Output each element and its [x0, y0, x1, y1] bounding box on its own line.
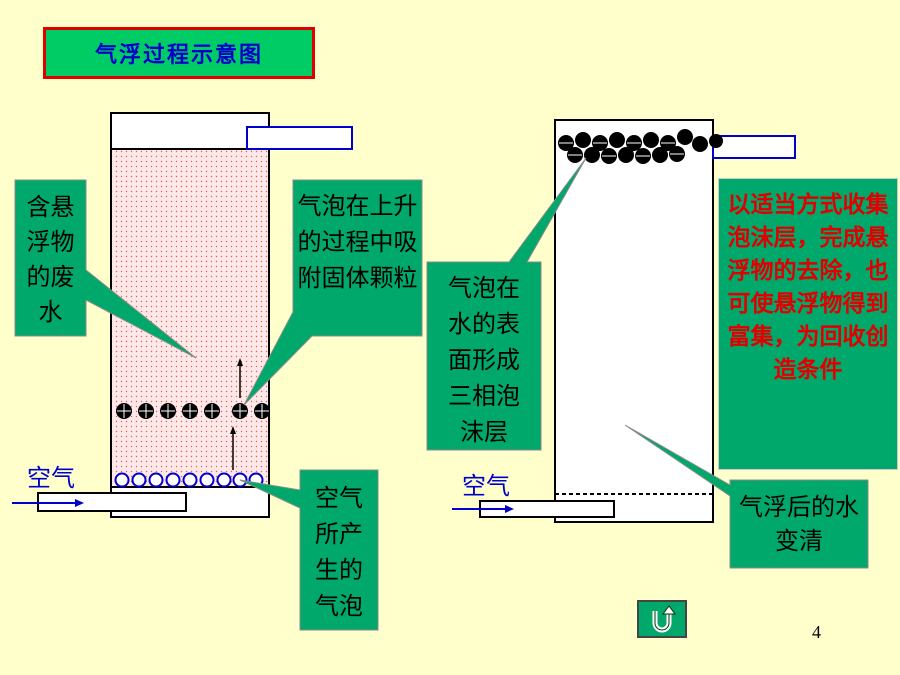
page-number: 4: [812, 622, 821, 642]
label-clear-water: 气浮后的水变清: [730, 490, 868, 558]
right-outlet-pipe: [712, 135, 796, 159]
left-outlet-pipe: [246, 126, 353, 150]
page-title-text: 气浮过程示意图: [94, 43, 263, 68]
page-title: 气浮过程示意图: [43, 27, 315, 79]
right-tank: [452, 119, 796, 523]
label-rising: 气泡在上升的过程中吸附固体颗粒: [295, 188, 420, 296]
label-clear-water-text: 气浮后的水变清: [739, 493, 859, 555]
u-turn-icon: [652, 605, 676, 633]
label-surface-foam-text: 气泡在水的表面形成三相泡沫层: [448, 274, 520, 446]
label-surface-foam: 气泡在水的表面形成三相泡沫层: [427, 270, 541, 450]
label-bubbles-made: 空气所产生的气泡: [300, 480, 378, 624]
return-button[interactable]: [637, 600, 687, 638]
label-bubbles-made-text: 空气所产生的气泡: [315, 484, 363, 620]
label-wastewater: 含悬浮物的废水: [15, 190, 86, 330]
left-small-bubbles: [114, 472, 264, 488]
collect-note-box: 以适当方式收集泡沫层，完成悬浮物的去除，也可使悬浮物得到富集，为回收创造条件: [718, 178, 898, 470]
label-wastewater-text: 含悬浮物的废水: [26, 193, 75, 326]
label-rising-text: 气泡在上升的过程中吸附固体颗粒: [297, 192, 418, 292]
air-label-left: 空气: [27, 464, 75, 492]
callouts: [14, 157, 869, 631]
air-label-right: 空气: [462, 472, 510, 500]
collect-note-text: 以适当方式收集泡沫层，完成悬浮物的去除，也可使悬浮物得到富集，为回收创造条件: [727, 192, 889, 383]
